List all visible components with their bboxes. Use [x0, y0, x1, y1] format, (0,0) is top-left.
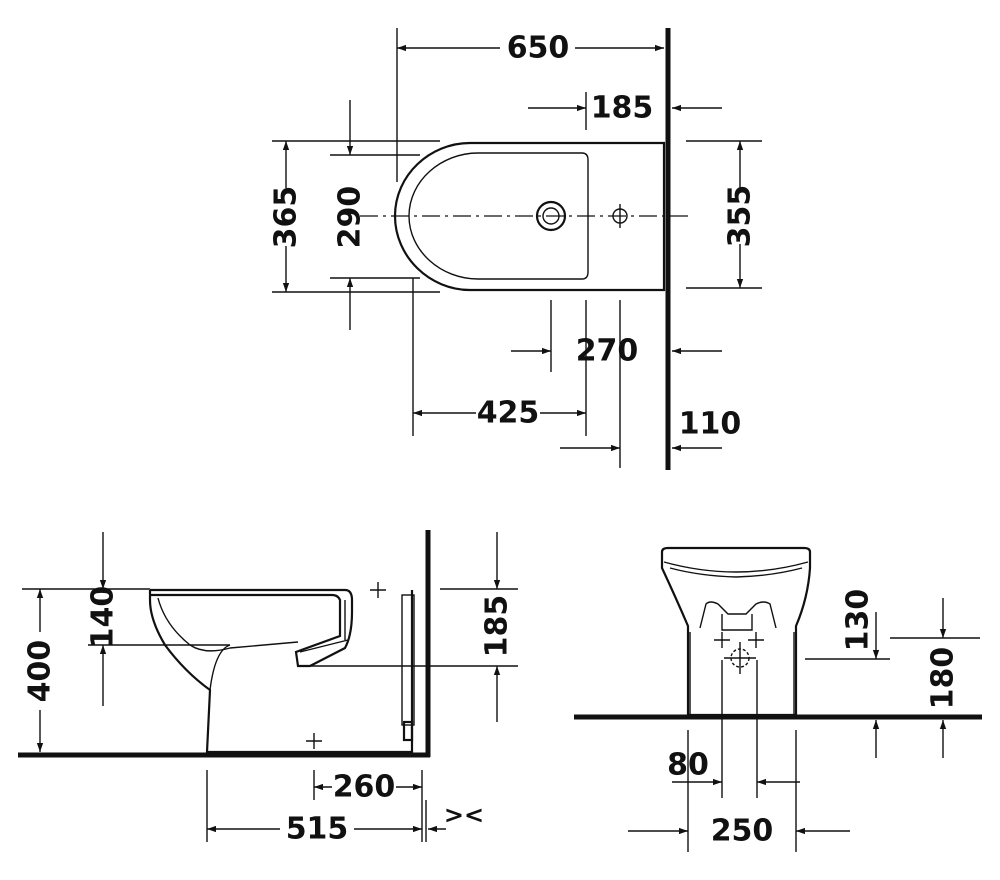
side-view: 400 140 185 260 515 ><: [18, 530, 518, 847]
dim-250: 250: [711, 814, 774, 849]
top-waste-outlet: [535, 200, 567, 232]
side-body-outline: [148, 588, 414, 754]
dim-140: 140: [86, 586, 121, 649]
front-bowl-outline: [660, 546, 812, 717]
dim-400: 400: [23, 640, 58, 703]
dim-355: 355: [723, 185, 758, 248]
dim-365: 365: [269, 186, 304, 249]
front-view: 130 180 80 250: [574, 546, 982, 852]
dim-130: 130: [841, 589, 876, 652]
dim-270: 270: [576, 334, 639, 369]
dim-185-side: 185: [480, 595, 515, 658]
dim-290: 290: [333, 186, 368, 249]
dim-425: 425: [477, 396, 540, 431]
dim-110: 110: [679, 407, 742, 442]
dim-260: 260: [333, 770, 396, 805]
dim-185-top: 185: [591, 91, 654, 126]
top-view: 650 185 365 290 355 270 425: [269, 28, 762, 470]
side-bowl-interior: [157, 597, 299, 652]
dim-515: 515: [286, 812, 349, 847]
dim-180: 180: [926, 647, 961, 710]
offset-symbol: ><: [444, 801, 484, 829]
dim-650: 650: [507, 31, 570, 66]
top-inner-bowl: [408, 152, 589, 280]
